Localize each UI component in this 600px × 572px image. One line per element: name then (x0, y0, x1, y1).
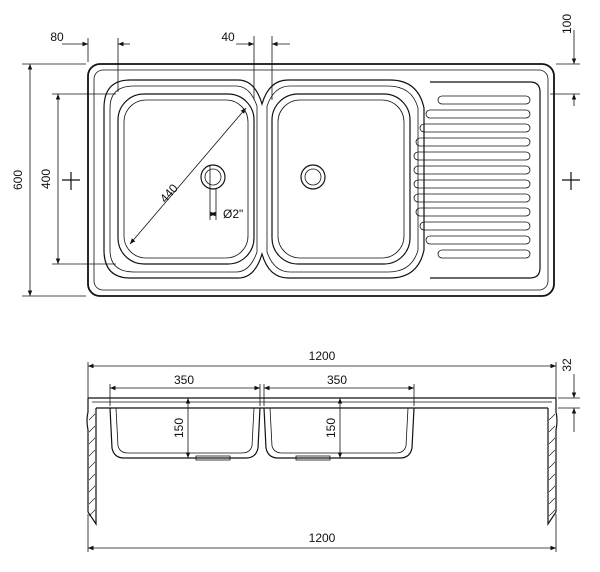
drain-diameter-label: Ø2" (223, 207, 243, 221)
flange-dimension-label: 100 (560, 14, 574, 34)
section-marker-right (562, 172, 580, 190)
left-bowl-profile (109, 407, 261, 459)
left-bowl (117, 93, 255, 265)
overall-depth-dimension-label: 600 (11, 170, 25, 190)
bowls-outline-outer (103, 79, 425, 279)
bowl-gap-dimension-label: 40 (221, 30, 235, 44)
bowl-depth-dimension-label: 400 (39, 169, 53, 189)
bowl-width-left-label: 350 (174, 373, 194, 387)
diagonal-dimension-line (129, 107, 247, 245)
sink-inner-rim (93, 69, 549, 291)
bowls-outline-inner (109, 85, 258, 273)
left-drain (200, 164, 226, 190)
sink-outer-rim (87, 63, 555, 297)
drainboard-ribs (413, 95, 531, 259)
left-skirt (86, 398, 97, 526)
bowl-height-right-label: 150 (324, 418, 338, 438)
bowl-width-right-label: 350 (327, 373, 347, 387)
overall-length-bottom-label: 1200 (309, 531, 336, 545)
diagonal-dimension-label: 440 (157, 181, 181, 206)
right-bowl-profile (263, 407, 415, 459)
right-bowl-inner (277, 99, 405, 259)
section-marker-left (62, 172, 80, 190)
top-view: 440 Ø2" 80 40 100 600 400 (11, 14, 580, 297)
right-bowl (271, 93, 411, 265)
bowl-height-left-label: 150 (172, 418, 186, 438)
bowl-offset-dimension-label: 80 (50, 30, 64, 44)
thickness-dimension-label: 32 (560, 358, 574, 372)
side-view: 1200 32 350 (86, 349, 580, 552)
overall-length-top-label: 1200 (309, 349, 336, 363)
left-bowl-inner (123, 99, 249, 259)
right-drain (300, 164, 326, 190)
right-skirt (547, 398, 558, 526)
drainboard-outline (430, 81, 541, 279)
right-bowl-outline-inner (266, 85, 419, 273)
